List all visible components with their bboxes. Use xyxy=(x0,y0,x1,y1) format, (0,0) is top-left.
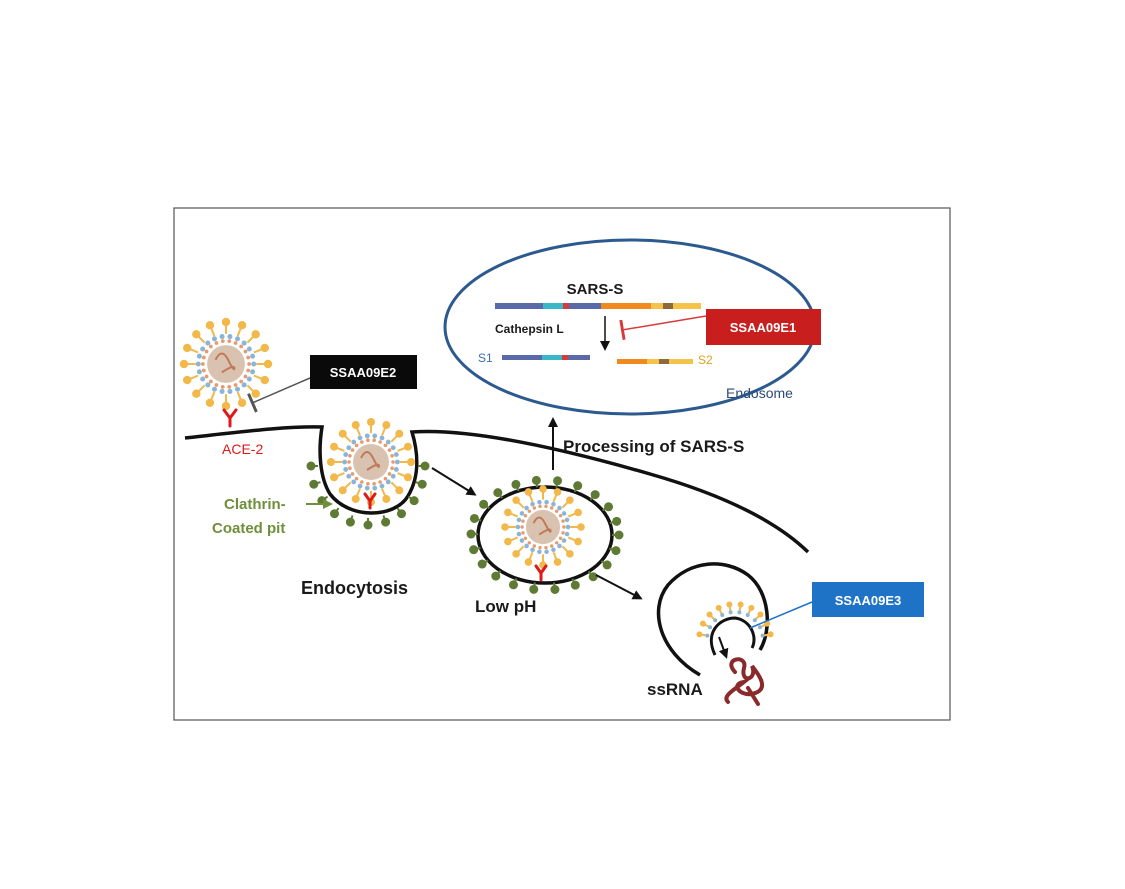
sars-s-label: SARS-S xyxy=(567,281,624,298)
endosome-label: Endosome xyxy=(726,385,793,401)
s1-label: S1 xyxy=(478,351,493,365)
ssaa09e1-box: SSAA09E1 xyxy=(706,309,821,345)
ssaa09e3-box: SSAA09E3 xyxy=(812,582,924,617)
ssaa09e3-label: SSAA09E3 xyxy=(835,593,901,608)
ssrna-label: ssRNA xyxy=(647,680,703,699)
endocytosis-label: Endocytosis xyxy=(301,578,408,598)
virus-particle-pit xyxy=(327,418,415,506)
virus-particle-free xyxy=(180,318,272,410)
virus-particle-vesicle xyxy=(501,485,585,569)
ssaa09e2-label: SSAA09E2 xyxy=(330,365,396,380)
figure-frame xyxy=(174,208,950,720)
s2-label: S2 xyxy=(698,353,713,367)
s1-fragment xyxy=(502,355,590,360)
ssaa09e2-box: SSAA09E2 xyxy=(310,355,417,389)
clathrin-label-line2: Coated pit xyxy=(212,520,285,537)
ssaa09e1-label: SSAA09E1 xyxy=(730,320,796,335)
processing-label: Processing of SARS-S xyxy=(563,437,744,456)
s2-fragment xyxy=(617,359,693,364)
cathepsin-label: Cathepsin L xyxy=(495,322,564,336)
clathrin-label-line1: Clathrin- xyxy=(224,496,286,513)
sars-s-bar xyxy=(495,303,701,309)
ace2-label: ACE-2 xyxy=(222,441,263,457)
low-ph-label: Low pH xyxy=(475,597,536,616)
